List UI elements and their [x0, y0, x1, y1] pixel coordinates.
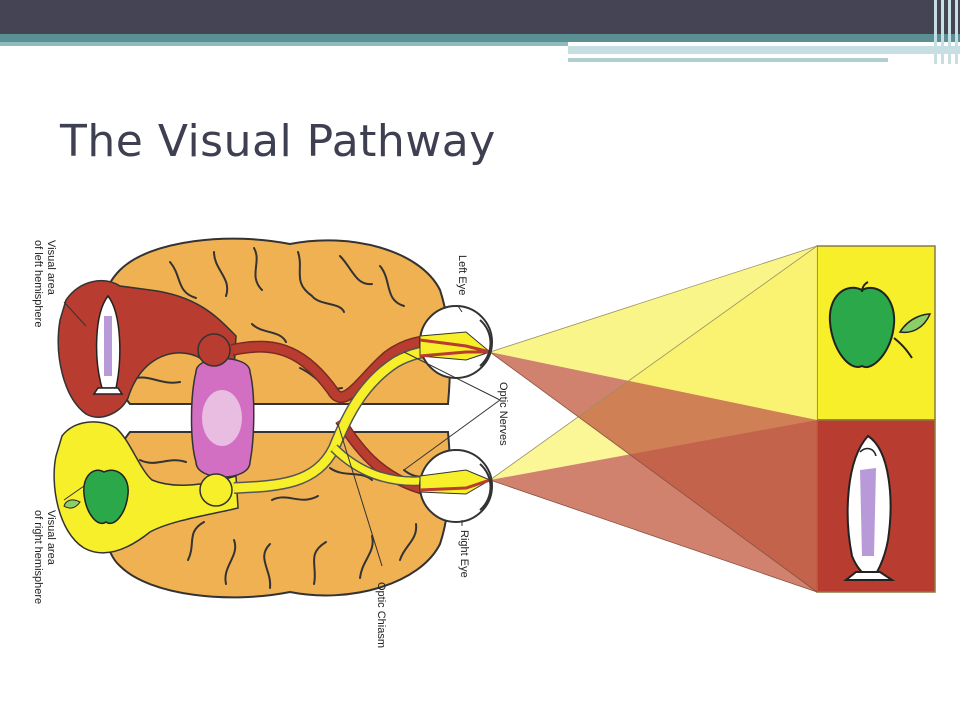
- header-accent-stripe-3: [568, 46, 960, 54]
- cortex-fish-icon: [92, 294, 124, 395]
- label-right-eye: Right Eye: [458, 530, 470, 578]
- field-apple-icon: [828, 281, 932, 369]
- label-visual-area-left-line2: of left hemisphere: [32, 240, 44, 327]
- label-visual-area-left-line1: Visual area: [45, 240, 57, 296]
- projection-rays: [489, 245, 818, 593]
- optic-tracts: [230, 334, 447, 498]
- left-eye: [419, 305, 493, 379]
- header-corner-lines: [932, 0, 960, 64]
- label-visual-area-right-line1: Visual area: [45, 510, 57, 566]
- label-optic-chiasm: Optic Chiasm: [375, 582, 387, 648]
- header-bar: [0, 0, 960, 34]
- label-left-eye: Left Eye: [456, 255, 468, 295]
- label-visual-area-left: Visual area of left hemisphere: [32, 240, 57, 327]
- right-eye: [419, 449, 493, 523]
- header-accent-stripe: [0, 34, 960, 42]
- left-geniculate: [197, 333, 231, 367]
- ray-red-to-right-eye: [490, 420, 817, 592]
- leader-lines: [63, 301, 501, 567]
- label-visual-area-right: Visual area of right hemisphere: [32, 510, 57, 604]
- field-fish-icon: [843, 434, 896, 582]
- label-visual-area-right-line2: of right hemisphere: [32, 510, 44, 604]
- thalamus: [190, 357, 255, 478]
- header-accent-stripe-2: [0, 42, 568, 46]
- cortex-apple-icon: [63, 469, 129, 525]
- label-optic-nerves: Optic Nerves: [497, 382, 509, 446]
- right-geniculate: [199, 473, 233, 507]
- header-accent-stripe-4: [568, 58, 888, 62]
- slide-title: The Visual Pathway: [60, 116, 496, 167]
